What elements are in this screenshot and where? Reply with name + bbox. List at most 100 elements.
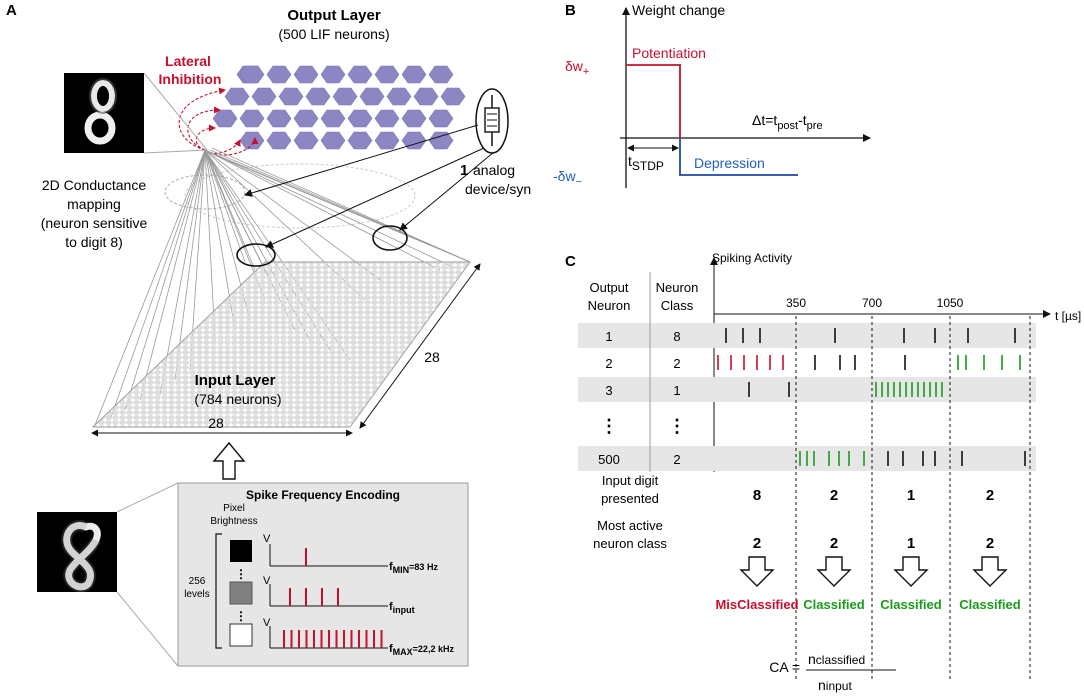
active-class: 2 — [830, 535, 838, 552]
output-neuron-hexagon — [374, 65, 400, 84]
output-neuron-hexagon — [401, 65, 427, 84]
ca-denominator: ninput — [818, 677, 852, 693]
synapse-line — [207, 151, 471, 263]
output-neuron-hexagon — [239, 131, 265, 150]
output-neuron-hexagon — [266, 131, 292, 150]
potentiation-label: Potentiation — [632, 45, 706, 61]
lateral-label-1: Lateral — [165, 53, 211, 69]
classification-outcome: MisClassified — [715, 597, 798, 612]
raster-row-bg — [578, 323, 1036, 348]
output-neuron-hexagon — [320, 131, 346, 150]
input-layer-subtitle: (784 neurons) — [194, 391, 281, 407]
input-digit: 2 — [830, 487, 838, 504]
row-neuron-label: 2 — [605, 356, 612, 371]
time-tick-350: 350 — [786, 296, 806, 310]
input-label-1: Input digit — [602, 473, 659, 488]
output-neuron-hexagon — [401, 109, 427, 128]
dw-minus-label: -δw− — [553, 168, 582, 188]
finput-label: finput — [389, 601, 415, 615]
synapse-line — [139, 149, 206, 401]
digit-8-large-image — [37, 512, 117, 593]
synapse-line — [204, 149, 456, 269]
synapse-line — [204, 149, 381, 281]
depression-curve — [679, 138, 798, 176]
pixel-white — [229, 623, 253, 647]
output-neuron-hexagon — [347, 109, 373, 128]
input-layer-title: Input Layer — [195, 372, 276, 389]
output-neuron-hexagon — [266, 65, 292, 84]
synapse-line — [209, 149, 471, 263]
row-neuron-label: 500 — [598, 452, 620, 467]
v-label-2: V — [263, 575, 271, 587]
output-neuron-hexagon — [332, 87, 358, 106]
panel-b-letter: B — [565, 2, 576, 19]
row-class-label: 2 — [673, 356, 680, 371]
stdp-xlabel: Δt=tpost-tpre — [752, 112, 823, 132]
synapse-line — [204, 149, 271, 281]
device-pointer-arrow-2 — [265, 147, 485, 248]
stdp-ylabel: Weight change — [632, 2, 725, 18]
dimension-arrow-right — [359, 263, 481, 429]
classification-outcome: Classified — [803, 597, 864, 612]
levels-label-2: levels — [184, 589, 210, 600]
output-neuron-hexagon — [359, 87, 385, 106]
active-class: 2 — [986, 535, 994, 552]
pixel-label-1: Pixel — [223, 503, 245, 514]
ca-lhs: CA = — [769, 659, 800, 675]
output-neuron-hexagon — [224, 87, 250, 106]
raster-spikes — [717, 328, 1026, 466]
output-neuron-hexagon — [293, 109, 319, 128]
output-neuron-hexagon — [293, 131, 319, 150]
row-neuron-label: ⋮ — [600, 416, 618, 436]
v-label-1: V — [263, 533, 271, 545]
fmin-label: fMIN=83 Hz — [389, 561, 438, 575]
time-tick-1050: 1050 — [937, 296, 964, 310]
fmax-label: fMAX=22,2 kHz — [389, 643, 454, 657]
analog-number: 1 — [460, 162, 468, 179]
tstdp-label: tSTDP — [628, 153, 664, 173]
dots-2: ⋮ — [235, 609, 247, 623]
pixel-black — [230, 540, 252, 562]
col-class-2: Class — [661, 298, 694, 313]
synapse-line — [109, 149, 206, 421]
device-pointer-arrow-3 — [399, 151, 495, 231]
synapse-line — [159, 149, 206, 396]
input-digit: 8 — [753, 487, 761, 504]
v-label-3: V — [263, 617, 271, 629]
active-label-2: neuron class — [593, 536, 667, 551]
row-class-label: 8 — [673, 329, 680, 344]
output-neuron-hexagon — [428, 109, 454, 128]
output-neuron-hexagon — [428, 65, 454, 84]
output-neuron-hexagon — [374, 131, 400, 150]
raster-row-bg — [578, 377, 1036, 402]
output-neuron-hexagon — [374, 109, 400, 128]
output-neuron-hexagon — [386, 87, 412, 106]
dimension-bottom: 28 — [208, 415, 224, 431]
dimension-right: 28 — [424, 349, 440, 365]
output-neuron-hexagon — [347, 131, 373, 150]
col-output-2: Neuron — [588, 298, 631, 313]
conductance-label-4: to digit 8) — [65, 234, 123, 250]
row-class-label: 2 — [673, 452, 680, 467]
classification-outcome: Classified — [959, 597, 1020, 612]
synapse-selection-ellipse-1 — [236, 243, 276, 267]
pixel-gray — [229, 581, 253, 605]
output-neuron-hexagon — [320, 109, 346, 128]
receptive-field-ellipse — [164, 174, 246, 210]
synapse-line — [204, 149, 216, 341]
output-neuron-hexagon — [239, 109, 265, 128]
time-tick-700: 700 — [862, 296, 882, 310]
synapse-selection-ellipse-2 — [372, 225, 408, 251]
spiking-activity-label: Spiking Activity — [712, 251, 792, 265]
synapse-fan-ellipse — [184, 163, 416, 229]
output-neuron-grid — [212, 65, 466, 150]
output-neuron-hexagon — [239, 65, 265, 84]
down-arrow-icon — [739, 556, 775, 587]
conductance-label-3: (neuron sensitive — [41, 215, 148, 231]
active-class: 2 — [753, 535, 761, 552]
window-dividers — [795, 316, 1031, 680]
synapse-line — [204, 149, 441, 271]
output-neuron-hexagon — [428, 131, 454, 150]
synapse-line — [211, 147, 471, 263]
